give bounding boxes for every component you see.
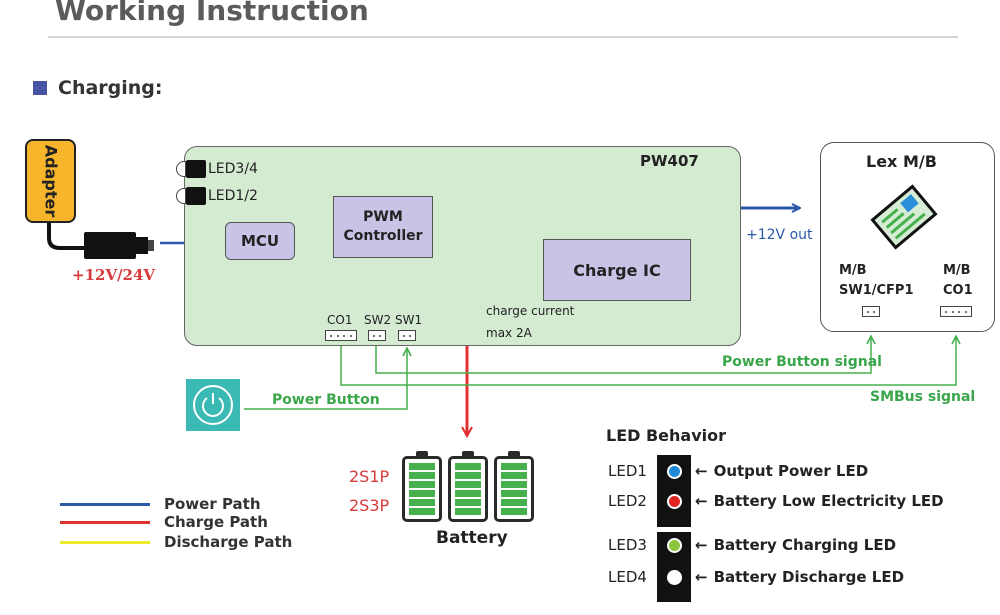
arrow-left-icon: ← bbox=[695, 568, 708, 586]
led-description: Battery Discharge LED bbox=[713, 568, 905, 586]
battery-cell-icon bbox=[494, 451, 534, 522]
section-heading: Charging: bbox=[58, 77, 163, 99]
battery-label: Battery bbox=[436, 528, 508, 548]
arrow-left-icon: ← bbox=[695, 462, 708, 480]
adapter-label: Adapter bbox=[41, 144, 60, 218]
lex-right-mb-label: M/B bbox=[943, 263, 971, 278]
led-row-led3: LED3 ← Battery Charging LED bbox=[608, 536, 896, 554]
charge-ic-label: Charge IC bbox=[573, 260, 661, 280]
led-row-led2: LED2 ← Battery Low Electricity LED bbox=[608, 492, 944, 510]
adapter-voltage: +12V/24V bbox=[72, 266, 156, 284]
legend-swatch bbox=[60, 502, 150, 506]
connector-sw2-label: SW2 bbox=[364, 313, 392, 327]
page-title: Working Instruction bbox=[55, 0, 369, 27]
legend-item-power-path: Power Path bbox=[60, 495, 292, 513]
led-block-icon bbox=[186, 160, 206, 178]
pwm-controller-block: PWM Controller bbox=[333, 196, 433, 258]
max-current-label: max 2A bbox=[486, 326, 532, 340]
led-behavior-title: LED Behavior bbox=[606, 426, 727, 445]
battery-cell-icon bbox=[448, 451, 488, 522]
led-white-dot-icon bbox=[667, 569, 682, 585]
lex-left-mb-label: M/B bbox=[839, 263, 867, 278]
led-name: LED2 bbox=[608, 492, 647, 510]
lex-co1-connector-icon bbox=[940, 306, 972, 317]
power-button-icon[interactable] bbox=[186, 379, 240, 431]
section-bullet-icon bbox=[33, 81, 47, 95]
power-button-label: Power Button bbox=[272, 392, 380, 408]
power-button-line bbox=[244, 348, 407, 410]
connector-co1-icon bbox=[325, 330, 357, 341]
title-divider bbox=[48, 36, 958, 38]
battery-pack-icon bbox=[402, 451, 534, 522]
led-green-dot-icon bbox=[667, 537, 682, 553]
battery-cell-icon bbox=[402, 451, 442, 522]
led-row-led1: LED1 ← Output Power LED bbox=[608, 462, 868, 480]
legend-item-charge-path: Charge Path bbox=[60, 513, 292, 531]
pwm-label-line1: PWM bbox=[363, 209, 403, 225]
legend-item-discharge-path: Discharge Path bbox=[60, 531, 292, 553]
led-description: Output Power LED bbox=[713, 462, 869, 480]
led-blue-dot-icon bbox=[667, 463, 682, 479]
connector-sw1-label: SW1 bbox=[395, 313, 423, 327]
charge-current-label: charge current bbox=[486, 304, 575, 318]
adapter-cable bbox=[47, 223, 86, 250]
lex-right-port-label: CO1 bbox=[943, 283, 973, 298]
led-name: LED1 bbox=[608, 462, 647, 480]
led-name: LED4 bbox=[608, 568, 647, 586]
led-block-icon bbox=[186, 187, 206, 205]
out-voltage-label: +12V out bbox=[746, 227, 813, 243]
power-button-signal-label: Power Button signal bbox=[722, 354, 882, 370]
legend-swatch bbox=[60, 540, 150, 544]
mcu-label: MCU bbox=[240, 232, 280, 250]
led-label: LED3/4 bbox=[208, 161, 258, 177]
adapter-plug-icon bbox=[84, 232, 136, 259]
mcu-block: MCU bbox=[225, 222, 295, 260]
led-row-led4: LED4 ← Battery Discharge LED bbox=[608, 568, 904, 586]
led-indicator-3-4: LED3/4 bbox=[176, 160, 258, 178]
charge-ic-block: Charge IC bbox=[543, 239, 691, 301]
motherboard-chip-icon bbox=[870, 184, 938, 250]
led-housing-icon bbox=[176, 161, 186, 177]
arrow-left-icon: ← bbox=[695, 492, 708, 510]
smbus-signal-label: SMBus signal bbox=[870, 389, 976, 405]
led-red-dot-icon bbox=[667, 493, 682, 509]
connector-sw2-icon bbox=[368, 330, 386, 341]
led-label: LED1/2 bbox=[208, 188, 258, 204]
smbus-signal-line bbox=[340, 336, 956, 386]
led-description: Battery Charging LED bbox=[713, 536, 897, 554]
battery-config-2s3p: 2S3P bbox=[349, 496, 390, 515]
pwm-label-line2: Controller bbox=[343, 228, 423, 244]
led-indicator-1-2: LED1/2 bbox=[176, 187, 258, 205]
battery-config-2s1p: 2S1P bbox=[349, 467, 390, 486]
power-symbol-icon bbox=[193, 385, 233, 425]
board-name: PW407 bbox=[640, 152, 699, 170]
lex-sw1-connector-icon bbox=[862, 306, 880, 317]
legend-label: Charge Path bbox=[164, 513, 268, 531]
power-button-signal-line bbox=[375, 336, 871, 374]
lex-left-port-label: SW1/CFP1 bbox=[839, 283, 914, 298]
adapter-block: Adapter bbox=[25, 139, 76, 223]
led-description: Battery Low Electricity LED bbox=[713, 492, 944, 510]
led-name: LED3 bbox=[608, 536, 647, 554]
lex-mb-title: Lex M/B bbox=[866, 152, 937, 171]
connector-sw1-icon bbox=[398, 330, 416, 341]
legend: Power Path Charge Path Discharge Path bbox=[60, 495, 292, 553]
connector-co1-label: CO1 bbox=[327, 313, 353, 327]
arrow-left-icon: ← bbox=[695, 536, 708, 554]
led-housing-icon bbox=[176, 188, 186, 204]
legend-label: Power Path bbox=[164, 495, 261, 513]
legend-swatch bbox=[60, 520, 150, 524]
legend-label: Discharge Path bbox=[164, 533, 293, 551]
